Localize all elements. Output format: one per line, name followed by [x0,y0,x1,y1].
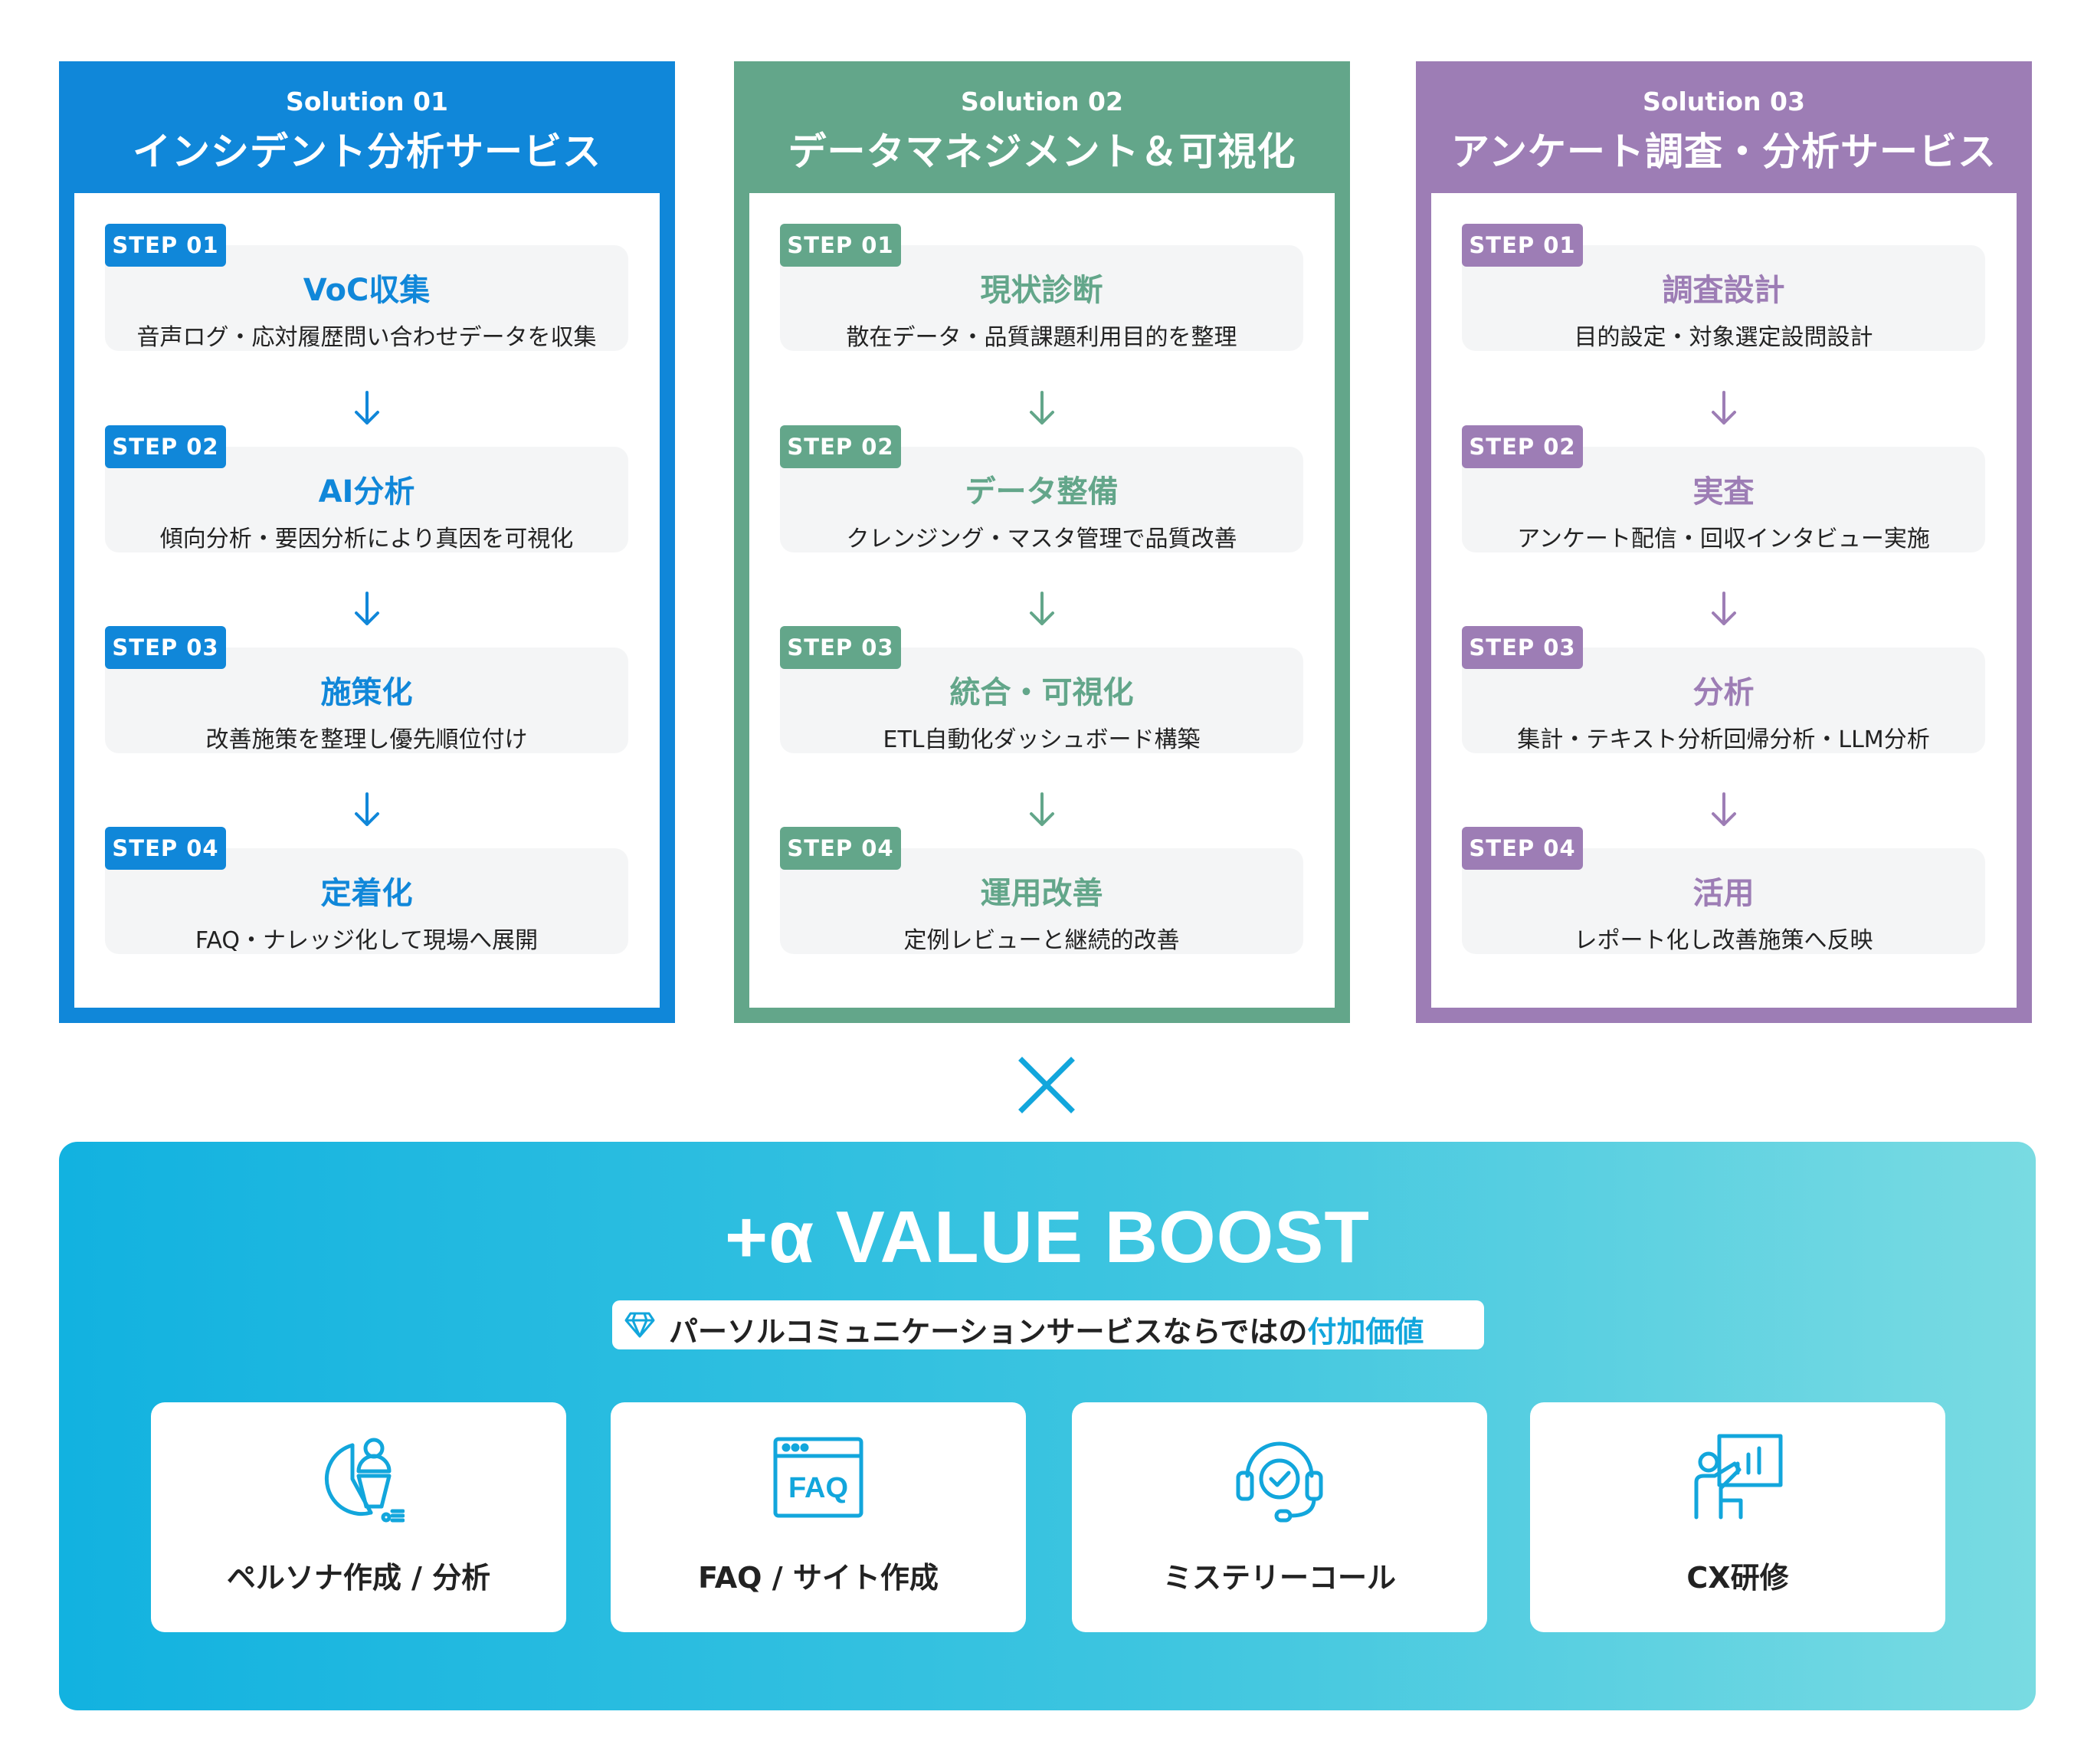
value-boost-panel: +α VALUE BOOST パーソルコミュニケーションサービスならではの付加価… [59,1142,2036,1710]
step-description: 傾向分析・要因分析により真因を可視化 [159,526,574,552]
headset-check-icon [1236,1441,1323,1523]
solution-label: Solution 02 [961,87,1123,116]
tagline-highlight: 付加価値 [1307,1315,1424,1349]
step-badge: STEP 04 [105,827,226,870]
arrow-down-icon [1030,792,1054,826]
arrow-down-icon [1030,592,1054,625]
feature-label: ミステリーコール [1162,1561,1396,1595]
step-badge: STEP 01 [1462,224,1583,267]
solution-label: Solution 01 [286,87,448,116]
boost-title: +α VALUE BOOST [725,1196,1370,1278]
faq-window-icon: FAQ [773,1437,863,1518]
solution-title: データマネジメント＆可視化 [788,130,1296,174]
diamond-icon [624,1312,655,1338]
arrow-down-icon [1712,592,1736,625]
solution-header: Solution 03 アンケート調査・分析サービス [1416,61,2032,193]
persona-chart-icon [324,1438,405,1523]
step-description: クレンジング・マスタ管理で品質改善 [846,526,1237,552]
step-title: 統合・可視化 [949,675,1134,710]
arrow-down-icon [355,592,379,625]
step-description: 定例レビューと継続的改善 [903,927,1180,954]
solution-title: アンケート調査・分析サービス [1451,130,1997,174]
step-card: STEP 01 現状診断 散在データ・品質課題利用目的を整理 [780,224,1303,351]
step-badge: STEP 01 [780,224,901,267]
step-badge: STEP 02 [1462,425,1583,468]
solution-card-2: Solution 02 データマネジメント＆可視化 STEP 01 現状診断 散… [734,61,1350,1023]
step-badge: STEP 03 [105,626,226,669]
step-card: STEP 02 データ整備 クレンジング・マスタ管理で品質改善 [780,425,1303,552]
step-title: AI分析 [318,474,415,510]
step-card: STEP 03 施策化 改善施策を整理し優先順位付け [105,626,628,753]
step-badge: STEP 02 [780,425,901,468]
step-badge: STEP 03 [1462,626,1583,669]
step-card: STEP 04 運用改善 定例レビューと継続的改善 [780,827,1303,954]
step-title: 分析 [1692,675,1755,710]
arrow-down-icon [1712,391,1736,425]
step-card: STEP 03 分析 集計・テキスト分析回帰分析・LLM分析 [1462,626,1985,753]
step-description: 散在データ・品質課題利用目的を整理 [846,324,1237,351]
feature-card-cx-training: CX研修 [1530,1402,1945,1632]
step-card: STEP 01 VoC収集 音声ログ・応対履歴問い合わせデータを収集 [105,224,628,351]
step-card: STEP 02 AI分析 傾向分析・要因分析により真因を可視化 [105,425,628,552]
step-title: 施策化 [320,675,413,710]
svg-text:FAQ: FAQ [788,1472,848,1504]
step-description: 目的設定・対象選定設問設計 [1574,324,1873,351]
step-card: STEP 01 調査設計 目的設定・対象選定設問設計 [1462,224,1985,351]
step-badge: STEP 02 [105,425,226,468]
step-description: 改善施策を整理し優先順位付け [205,726,528,753]
arrow-down-icon [1712,792,1736,826]
arrow-down-icon [355,391,379,425]
solution-card-3: Solution 03 アンケート調査・分析サービス STEP 01 調査設計 … [1416,61,2032,1023]
solution-card-1: Solution 01 インシデント分析サービス STEP 01 VoC収集 音… [59,61,675,1023]
solution-header: Solution 01 インシデント分析サービス [59,61,675,193]
step-list: STEP 01 調査設計 目的設定・対象選定設問設計 STEP 02 実査 アン… [1431,193,2017,1008]
step-title: 調査設計 [1662,273,1785,308]
step-title: データ整備 [965,474,1119,510]
step-badge: STEP 01 [105,224,226,267]
step-description: 音声ログ・応対履歴問い合わせデータを収集 [136,324,597,351]
step-list: STEP 01 現状診断 散在データ・品質課題利用目的を整理 STEP 02 デ… [749,193,1335,1008]
step-description: ETL自動化ダッシュボード構築 [883,726,1201,753]
solution-label: Solution 03 [1643,87,1805,116]
step-description: 集計・テキスト分析回帰分析・LLM分析 [1517,726,1930,753]
step-title: VoC収集 [303,273,431,308]
tagline-pill: パーソルコミュニケーションサービスならではの付加価値 [612,1300,1484,1349]
feature-card-faq: FAQ FAQ / サイト作成 [611,1402,1026,1632]
arrow-down-icon [1030,391,1054,425]
presentation-board-icon [1694,1434,1783,1520]
step-title: 運用改善 [980,876,1103,911]
step-card: STEP 02 実査 アンケート配信・回収インタビュー実施 [1462,425,1985,552]
tagline-text: パーソルコミュニケーションサービスならではの付加価値 [669,1308,1424,1350]
tagline-main: パーソルコミュニケーションサービスならではの [669,1315,1308,1349]
solution-header: Solution 02 データマネジメント＆可視化 [734,61,1350,193]
step-description: アンケート配信・回収インタビュー実施 [1517,526,1930,552]
step-card: STEP 04 活用 レポート化し改善施策へ反映 [1462,827,1985,954]
arrow-down-icon [355,792,379,826]
feature-card-persona: ペルソナ作成 / 分析 [151,1402,566,1632]
feature-card-mystery-call: ミステリーコール [1072,1402,1487,1632]
feature-label: FAQ / サイト作成 [698,1561,939,1595]
multiply-icon [1018,1057,1075,1113]
step-description: レポート化し改善施策へ反映 [1574,927,1873,954]
step-badge: STEP 04 [1462,827,1583,870]
step-badge: STEP 03 [780,626,901,669]
step-title: 現状診断 [980,273,1103,308]
step-list: STEP 01 VoC収集 音声ログ・応対履歴問い合わせデータを収集 STEP … [74,193,660,1008]
step-card: STEP 03 統合・可視化 ETL自動化ダッシュボード構築 [780,626,1303,753]
step-title: 実査 [1692,474,1755,510]
step-title: 定着化 [320,876,413,911]
step-title: 活用 [1692,876,1755,911]
feature-label: ペルソナ作成 / 分析 [226,1561,491,1595]
solution-title: インシデント分析サービス [133,130,601,174]
step-badge: STEP 04 [780,827,901,870]
step-card: STEP 04 定着化 FAQ・ナレッジ化して現場へ展開 [105,827,628,954]
feature-label: CX研修 [1686,1561,1789,1595]
step-description: FAQ・ナレッジ化して現場へ展開 [195,927,539,954]
